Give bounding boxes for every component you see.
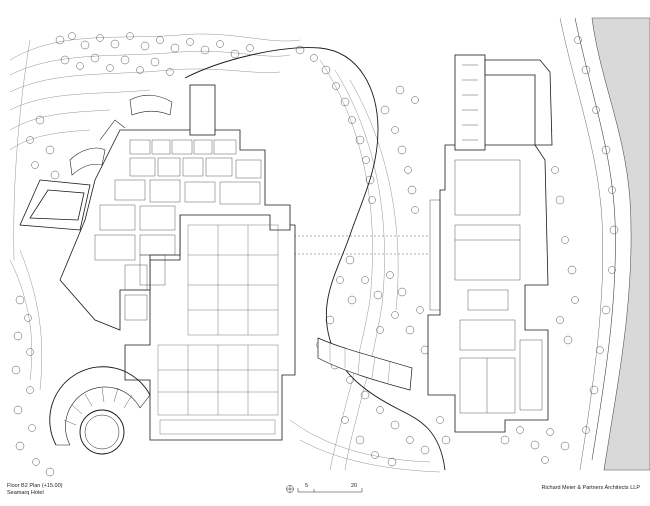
dashed-reference-lines <box>270 235 430 255</box>
architect-credit: Richard Meier & Partners Architects LLP <box>541 485 640 491</box>
scale-bar <box>286 485 363 493</box>
landscape-features <box>69 94 173 176</box>
bridge-walkway <box>317 337 413 391</box>
guest-wing-plan <box>427 54 553 433</box>
service-rooms <box>94 139 262 321</box>
guest-rooms <box>429 64 543 414</box>
bay-outline <box>184 47 446 471</box>
coastal-road <box>591 17 650 471</box>
road-edge-line <box>574 17 616 461</box>
road-edge-line-2 <box>559 17 603 471</box>
scale-label-20: 20 <box>351 483 358 489</box>
landscape-trees <box>11 32 619 477</box>
parking-grid <box>157 224 279 435</box>
spiral-ramp <box>49 366 151 455</box>
scale-label-5: 5 <box>305 483 309 489</box>
drawing-title: Floor B2 Plan (+15.00) <box>7 483 63 489</box>
drawing-subtitle: Seamarq Hotel <box>7 490 44 496</box>
